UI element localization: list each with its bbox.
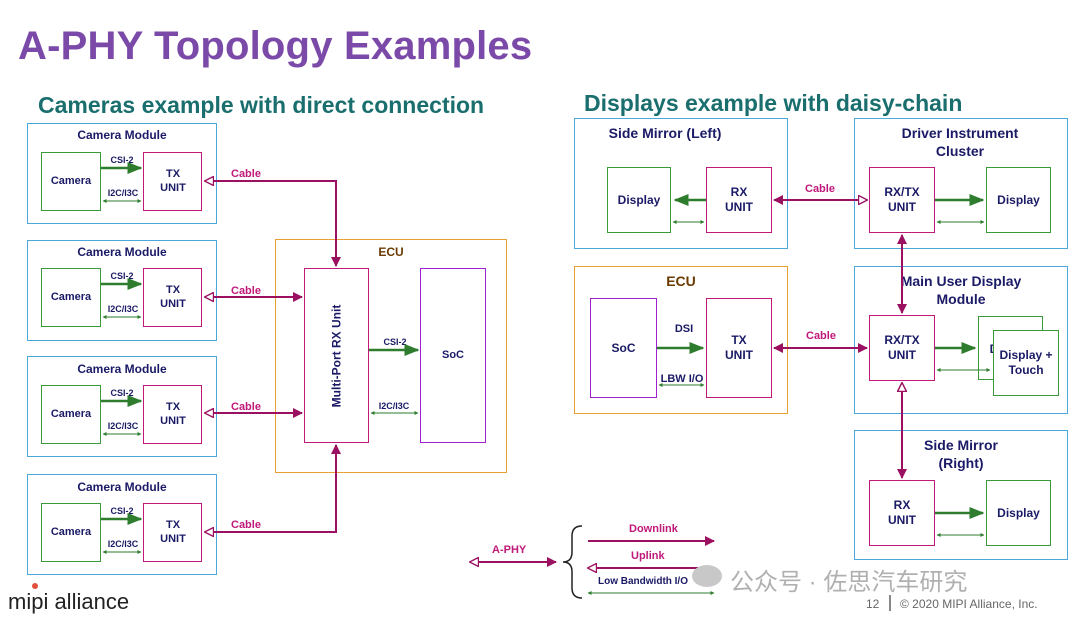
soc-right-box (590, 298, 657, 398)
camera-module-3-title: Camera Module (77, 362, 167, 376)
tx-unit-2-box (143, 268, 202, 327)
main-user-rxtx-box (869, 315, 935, 381)
copyright: © 2020 MIPI Alliance, Inc. (900, 597, 1038, 611)
tx-unit-3-label: TX UNIT (160, 400, 186, 427)
side-mirror-right-title: Side Mirror (Right) (924, 437, 998, 471)
legend-aphy-label: A-PHY (492, 544, 527, 556)
camera-4-box (41, 503, 101, 562)
logo-dot-icon (32, 583, 38, 589)
ecu-i2c-label: I2C/I3C (378, 401, 410, 411)
tx-unit-1-box (143, 152, 202, 211)
i2c-label-1: I2C/I3C (107, 188, 139, 198)
side-mirror-right-rx-label: RX UNIT (888, 498, 916, 527)
tx-unit-1-label: TX UNIT (160, 167, 186, 194)
side-mirror-right-display-label: Display (997, 505, 1040, 520)
csi-label-2: CSI-2 (110, 271, 134, 281)
cable-label-right-2: Cable (806, 330, 836, 342)
camera-module-2-title: Camera Module (77, 245, 167, 259)
legend-brace (562, 525, 583, 599)
watermark: 公众号 · 佐思汽车研究 (730, 569, 968, 596)
side-mirror-left-rx-label: RX UNIT (725, 185, 753, 214)
ecu-csi-label: CSI-2 (383, 337, 407, 347)
right-subtitle: Displays example with daisy-chain (584, 90, 963, 116)
tx-unit-4-label: TX UNIT (160, 518, 186, 545)
camera-3-label: Camera (50, 407, 92, 420)
soc-right-label: SoC (611, 340, 636, 355)
side-mirror-left-title: Side Mirror (Left) (608, 125, 722, 141)
camera-1-label: Camera (50, 174, 92, 187)
legend-downlink-label: Downlink (629, 523, 678, 535)
main-user-display-front-box (993, 330, 1059, 396)
soc-left-box (420, 268, 486, 443)
driver-cluster-rxtx-label: RX/TX UNIT (884, 185, 920, 214)
camera-4-label: Camera (50, 525, 92, 538)
multiport-rx-box (304, 268, 369, 443)
ecu-left-title: ECU (378, 245, 404, 259)
csi-label-1: CSI-2 (110, 155, 134, 165)
side-mirror-right-rx-box (869, 480, 935, 546)
page-title: A-PHY Topology Examples (18, 24, 533, 68)
driver-cluster-display-label: Display (997, 192, 1040, 207)
driver-cluster-display-box (986, 167, 1051, 233)
side-mirror-right-display-box (986, 480, 1051, 546)
ecu-right-title: ECU (666, 273, 696, 289)
dsi-label: DSI (674, 323, 694, 335)
ecu-right-tx-box (706, 298, 772, 398)
side-mirror-left-rx-box (706, 167, 772, 233)
camera-2-box (41, 268, 101, 327)
camera-1-box (41, 152, 101, 211)
tx-unit-2-label: TX UNIT (160, 283, 186, 310)
page-number: 12 (866, 597, 880, 611)
left-subtitle: Cameras example with direct connection (38, 92, 485, 118)
driver-cluster-rxtx-box (869, 167, 935, 233)
legend-graphics (470, 525, 715, 599)
camera-module-4-title: Camera Module (77, 480, 167, 494)
side-mirror-left-display-label: Display (617, 192, 661, 207)
wechat-icon (692, 565, 722, 587)
driver-cluster-title: Driver Instrument Cluster (901, 125, 1019, 159)
lbw-io-label: LBW I/O (660, 373, 704, 385)
i2c-label-4: I2C/I3C (107, 539, 139, 549)
cable-1 (205, 181, 336, 266)
soc-left-label: SoC (442, 348, 464, 361)
cable-4 (205, 445, 336, 532)
footer-divider (889, 595, 891, 611)
csi-label-4: CSI-2 (110, 506, 134, 516)
side-mirror-left-display-box (607, 167, 671, 233)
camera-module-1-title: Camera Module (77, 128, 167, 142)
csi-label-3: CSI-2 (110, 388, 134, 398)
main-user-rxtx-label: RX/TX UNIT (884, 333, 920, 362)
cable-label-right-1: Cable (805, 183, 835, 195)
tx-unit-4-box (143, 503, 202, 562)
i2c-label-3: I2C/I3C (107, 421, 139, 431)
mipi-logo: mipi alliance (8, 589, 130, 614)
camera-3-box (41, 385, 101, 444)
legend-uplink-label: Uplink (631, 550, 665, 562)
main-user-title: Main User Display Module (900, 273, 1022, 307)
camera-2-label: Camera (50, 290, 92, 303)
tx-unit-3-box (143, 385, 202, 444)
main-user-display-front-label: Display + Touch (999, 348, 1053, 377)
legend-lbw-label: Low Bandwidth I/O (598, 576, 688, 587)
ecu-right-tx-label: TX UNIT (725, 333, 753, 362)
i2c-label-2: I2C/I3C (107, 304, 139, 314)
